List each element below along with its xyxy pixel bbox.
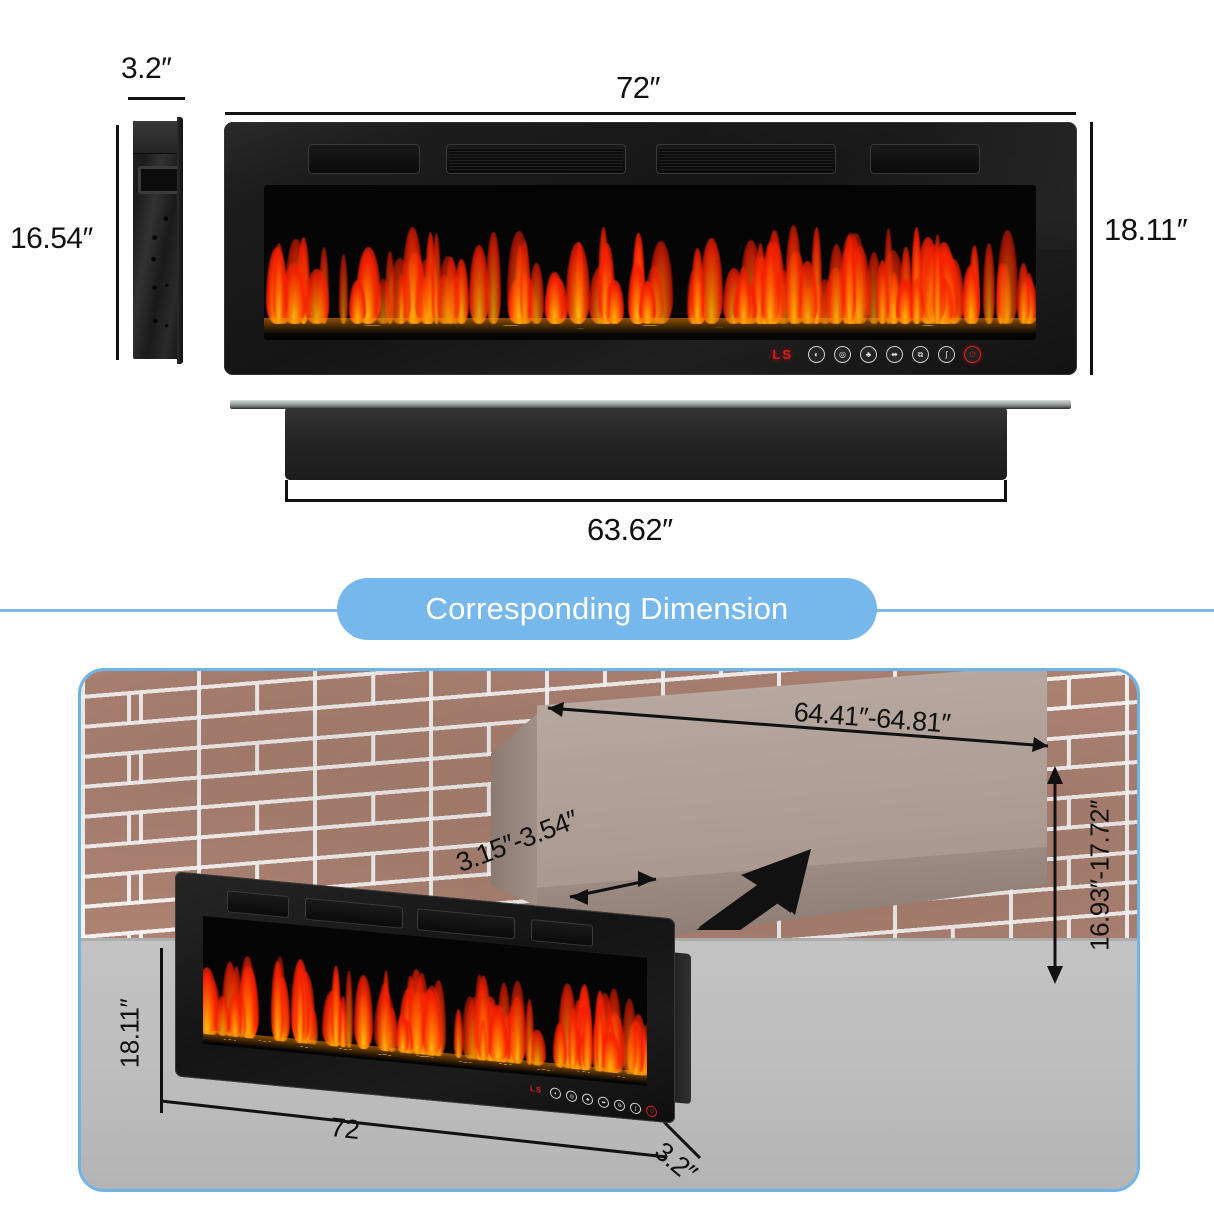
flame (454, 1009, 464, 1059)
base-width-tick-right (1004, 480, 1007, 502)
side-view-wiring-slot (138, 166, 180, 194)
flame-button[interactable]: ♣ (860, 346, 877, 363)
power-button[interactable]: ⏻ (964, 346, 981, 363)
flame (525, 999, 534, 1065)
vent-low-right-inner (417, 908, 515, 939)
vent-right-inner (656, 144, 836, 174)
flame (374, 990, 395, 1052)
flame (876, 260, 889, 324)
flame (700, 238, 723, 324)
side-view-width-label: 3.2″ (121, 52, 171, 86)
technical-drawing-section: 3.2″ 16.54″ 72″ 18.11″ LS (0, 0, 1214, 566)
timer-button[interactable]: ◎ (834, 346, 851, 363)
control-panel-low[interactable]: LS ◐ ◎ ♣ ⬌ ⧉ ʃ ⏻ (530, 1083, 657, 1118)
unit-height-dimension-rule (160, 948, 163, 1113)
side-view-height-label: 16.54″ (10, 222, 93, 256)
front-width-dimension-rule (225, 112, 1076, 115)
base-width-tick-left (285, 480, 288, 502)
vent-left-outer (308, 144, 420, 174)
flame (983, 243, 995, 324)
vent-left-inner (446, 144, 626, 174)
section-divider: Corresponding Dimension (0, 578, 1214, 642)
flame (566, 242, 590, 324)
timer-button[interactable]: ◎ (566, 1090, 577, 1103)
base-width-dimension-rule (285, 499, 1007, 502)
vent-right-outer (870, 144, 980, 174)
flame-effect (264, 216, 1036, 324)
flame (1017, 263, 1030, 324)
control-panel[interactable]: LS ◐ ◎ ♣ ⬌ ⧉ ʃ ⏻ (772, 346, 981, 363)
flame (600, 247, 610, 324)
recess-height-label: 16.93″-17.72″ (1085, 761, 1116, 991)
control-display-ls: LS (772, 347, 793, 362)
side-width-dimension-rule (128, 97, 185, 100)
insertion-arrow-icon (695, 845, 825, 930)
vent-low-right-outer (531, 919, 593, 947)
flame (339, 254, 349, 324)
flame (529, 263, 544, 324)
flame (509, 980, 526, 1064)
mode-button[interactable]: ʃ (630, 1102, 641, 1115)
control-display-ls-low: LS (530, 1084, 542, 1095)
power-button[interactable]: ⏻ (646, 1105, 657, 1118)
flame (622, 998, 637, 1075)
brightness-button[interactable]: ◐ (808, 346, 825, 363)
front-view-height-label: 18.11″ (1104, 212, 1187, 248)
flame (582, 1004, 592, 1071)
base-width-label: 63.62″ (587, 512, 673, 548)
ember-bed (264, 318, 1036, 334)
fireplace-front-view: LS ◐ ◎ ♣ ⬌ ⧉ ʃ ⏻ (224, 122, 1077, 375)
flame (331, 965, 341, 1047)
side-view-front-fin (177, 117, 183, 364)
front-view-width-label: 72″ (616, 70, 660, 106)
flame (486, 232, 500, 324)
banner-pill: Corresponding Dimension (337, 578, 877, 640)
vent-low-left-inner (305, 898, 403, 929)
increase-button[interactable]: ⬌ (598, 1096, 609, 1109)
fireplace-recessed-body (285, 408, 1007, 480)
flame-display-window (264, 185, 1036, 340)
fireplace-low-body: LS ◐ ◎ ♣ ⬌ ⧉ ʃ ⏻ (175, 871, 675, 1123)
fireplace-perspective-view: LS ◐ ◎ ♣ ⬌ ⧉ ʃ ⏻ (175, 895, 695, 1130)
flame (785, 225, 802, 324)
front-height-dimension-rule (1090, 122, 1093, 375)
flame (345, 970, 353, 1048)
flame (354, 974, 373, 1050)
flame (545, 272, 563, 324)
mode-button[interactable]: ʃ (938, 346, 955, 363)
unit-height-label: 18.11″ (115, 949, 146, 1119)
heat-button[interactable]: ⧉ (912, 346, 929, 363)
vent-low-left-outer (227, 890, 289, 918)
banner-title: Corresponding Dimension (425, 591, 788, 627)
flame-button[interactable]: ♣ (582, 1093, 593, 1106)
heat-button[interactable]: ⧉ (614, 1099, 625, 1112)
increase-button[interactable]: ⬌ (886, 346, 903, 363)
recess-height-dimension-arrow (1040, 760, 1070, 990)
fireplace-side-view (133, 121, 180, 359)
flame (997, 230, 1018, 324)
side-height-dimension-rule (116, 125, 119, 360)
side-view-top-plate (133, 121, 180, 154)
brightness-button[interactable]: ◐ (550, 1087, 561, 1100)
flame (520, 241, 530, 324)
